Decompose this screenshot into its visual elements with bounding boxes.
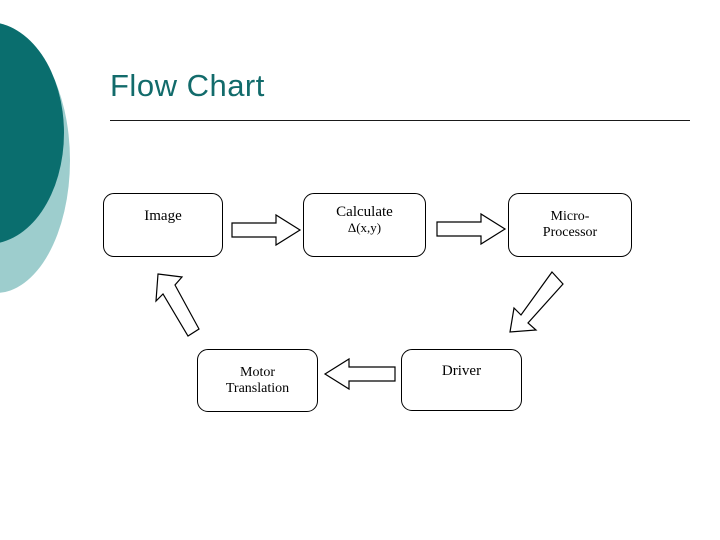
flow-arrow-microprocessor-to-driver-icon [509, 271, 564, 333]
flow-node-driver[interactable]: Driver [401, 349, 522, 411]
flow-arrow-motor-to-image-icon [155, 273, 200, 337]
flow-node-motor-translation-label-line1: Motor [240, 364, 275, 380]
slide-title: Flow Chart [110, 68, 265, 103]
flow-arrow-image-to-calculate-icon [231, 213, 302, 247]
title-underline-rule [110, 120, 690, 121]
flow-node-motor-translation-label-line2: Translation [225, 380, 290, 396]
flow-node-driver-label: Driver [441, 363, 482, 379]
flow-node-microprocessor-label-line2: Processor [542, 225, 598, 240]
flow-node-microprocessor[interactable]: Micro- Processor [508, 193, 632, 257]
flow-arrow-driver-to-motor-icon [323, 357, 396, 391]
flow-arrow-calculate-to-microprocessor-icon [436, 212, 507, 246]
flow-node-microprocessor-label-line1: Micro- [550, 209, 590, 225]
flow-node-motor-translation[interactable]: Motor Translation [197, 349, 318, 412]
flow-node-calculate-formula: Δ(x,y) [347, 219, 382, 235]
flow-node-calculate-label: Calculate [336, 204, 393, 220]
flow-node-image[interactable]: Image [103, 193, 223, 257]
flow-node-image-label: Image [144, 208, 182, 224]
flow-node-calculate[interactable]: Calculate Δ(x,y) [303, 193, 426, 257]
